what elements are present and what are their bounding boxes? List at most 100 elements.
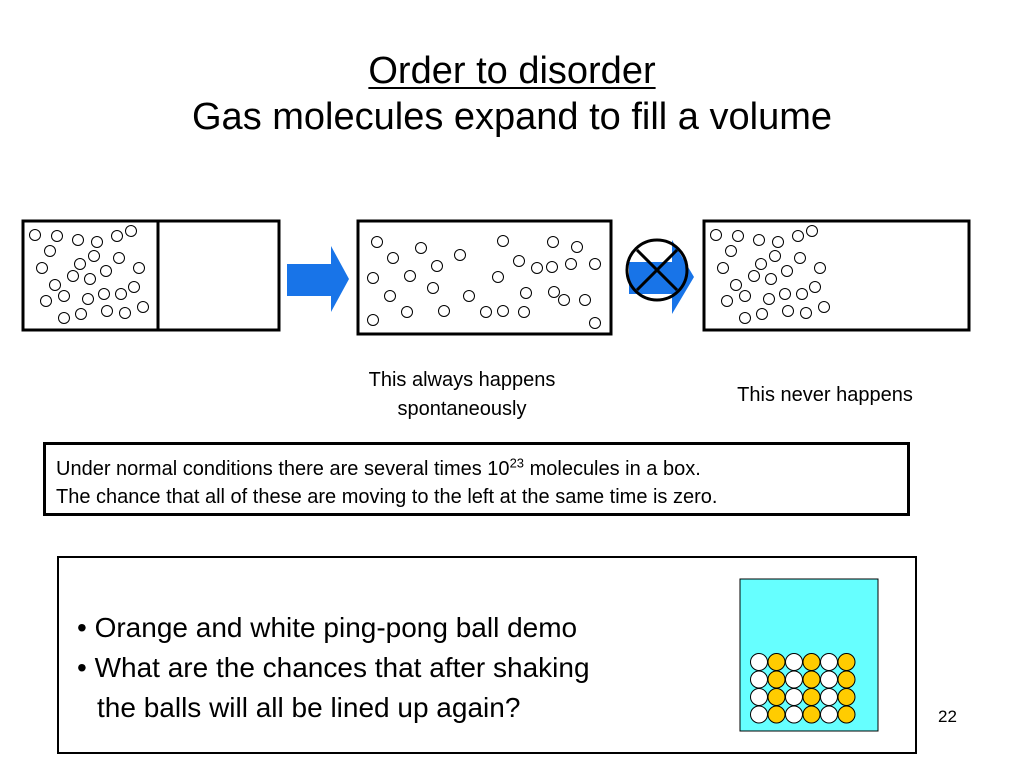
bullet-demo: • Orange and white ping-pong ball demo [77, 612, 578, 643]
molecule [497, 235, 509, 247]
slide-title: Order to disorder Gas molecules expand t… [0, 48, 1024, 140]
molecule [497, 305, 509, 317]
orange-ball [837, 705, 856, 724]
molecule [794, 252, 806, 264]
molecule [72, 234, 84, 246]
molecule [546, 261, 558, 273]
molecule [100, 265, 112, 277]
molecule [518, 306, 530, 318]
caption-never: This never happens [737, 384, 913, 406]
probability-note: Under normal conditions there are severa… [43, 442, 910, 516]
molecule [809, 281, 821, 293]
molecule [571, 241, 583, 253]
arrow-forward-icon [287, 246, 349, 312]
white-ball [820, 670, 838, 689]
ping-pong-jar [739, 578, 879, 732]
molecules-confined [29, 225, 149, 324]
molecule [36, 262, 48, 274]
molecule [782, 305, 794, 317]
molecule [74, 258, 86, 270]
molecule [755, 258, 767, 270]
white-ball [750, 653, 768, 671]
molecule [415, 242, 427, 254]
molecule [115, 288, 127, 300]
molecule [454, 249, 466, 261]
molecule [101, 305, 113, 317]
demo-panel: • Orange and white ping-pong ball demo •… [57, 556, 917, 754]
molecule [739, 290, 751, 302]
white-ball [785, 670, 803, 689]
note-exponent: 23 [509, 455, 525, 471]
box-reversed [702, 219, 971, 332]
molecules-spread [367, 235, 601, 329]
molecule [814, 262, 826, 274]
molecule [796, 288, 808, 300]
orange-ball [802, 653, 821, 671]
molecule [58, 312, 70, 324]
white-ball [750, 705, 768, 724]
title-line-2: Gas molecules expand to fill a volume [192, 96, 832, 138]
orange-ball [837, 688, 856, 706]
white-ball [820, 688, 838, 706]
molecule [387, 252, 399, 264]
molecule [753, 234, 765, 246]
molecule [480, 306, 492, 318]
molecule [589, 258, 601, 270]
molecule [438, 305, 450, 317]
caption-always: This always happens spontaneously [330, 366, 594, 424]
molecule [133, 262, 145, 274]
molecule [128, 281, 140, 293]
white-ball [750, 670, 768, 689]
demo-bullets: • Orange and white ping-pong ball demo •… [77, 608, 590, 728]
molecule [111, 230, 123, 242]
white-ball [785, 688, 803, 706]
molecule [51, 230, 63, 242]
molecule [721, 295, 733, 307]
molecule [565, 258, 577, 270]
molecule [806, 225, 818, 237]
molecule [82, 293, 94, 305]
molecule [75, 308, 87, 320]
molecule [431, 260, 443, 272]
molecule [756, 308, 768, 320]
molecule [531, 262, 543, 274]
white-ball [820, 653, 838, 671]
orange-ball [767, 670, 786, 689]
molecule [579, 294, 591, 306]
molecule [88, 250, 100, 262]
orange-ball [767, 653, 786, 671]
molecule [67, 270, 79, 282]
molecule [769, 250, 781, 262]
orange-ball [767, 688, 786, 706]
molecule [29, 229, 41, 241]
molecule [367, 272, 379, 284]
molecule [547, 236, 559, 248]
molecule [781, 265, 793, 277]
molecule [710, 229, 722, 241]
molecule [548, 286, 560, 298]
molecule [58, 290, 70, 302]
molecule [463, 290, 475, 302]
molecule [137, 301, 149, 313]
molecule [91, 236, 103, 248]
molecule [371, 236, 383, 248]
molecule [125, 225, 137, 237]
molecule [40, 295, 52, 307]
orange-ball [767, 705, 786, 724]
molecule [367, 314, 379, 326]
note-line-1: Under normal conditions there are severa… [56, 455, 907, 483]
molecule [730, 279, 742, 291]
molecule [800, 307, 812, 319]
molecule [401, 306, 413, 318]
molecule [818, 301, 830, 313]
molecule [44, 245, 56, 257]
orange-ball [837, 670, 856, 689]
title-line-1: Order to disorder [368, 50, 656, 92]
caption-always-line-1: This always happens [368, 369, 556, 391]
caption-always-line-2: spontaneously [397, 398, 527, 420]
forbidden-arrow-icon [625, 238, 694, 314]
molecule [404, 270, 416, 282]
bullet-question: • What are the chances that after shakin… [77, 652, 590, 683]
gas-expansion-diagram [21, 219, 971, 336]
orange-ball [837, 653, 856, 671]
